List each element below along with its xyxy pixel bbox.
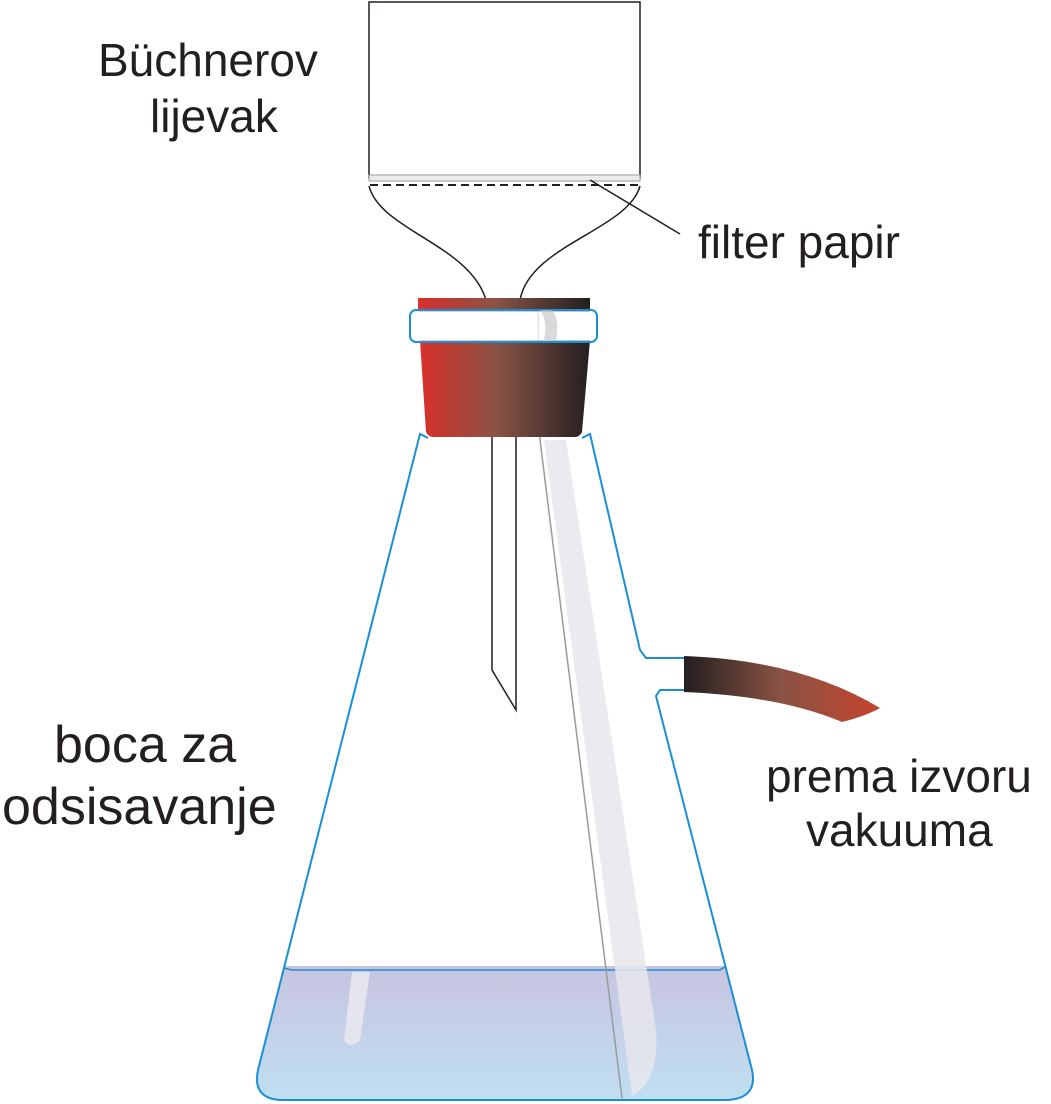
- rubber-stopper: [409, 298, 598, 437]
- buchner-funnel: [368, 1, 641, 713]
- label-vacuum-line2: vakuuma: [806, 804, 993, 856]
- filter-paper: [368, 174, 641, 182]
- glass-reflection-right: [544, 440, 657, 1096]
- stopper-highlight: [540, 310, 558, 340]
- funnel-body: [368, 1, 641, 179]
- suction-flask: [256, 311, 754, 1101]
- label-funnel-line2: lijevak: [150, 90, 279, 142]
- vacuum-tubing: [684, 656, 880, 722]
- label-filter-paper: filter papir: [698, 216, 900, 268]
- label-funnel-line1: Büchnerov: [98, 34, 318, 86]
- funnel-stem: [491, 436, 517, 713]
- label-vacuum-line1: prema izvoru: [766, 750, 1032, 802]
- label-flask-line2: odsisavanje: [2, 778, 277, 836]
- stopper-body: [420, 340, 590, 437]
- liquid-surface: [283, 965, 727, 971]
- flask-outline: [256, 432, 754, 1101]
- flask-neck-rim: [409, 309, 598, 343]
- glass-reflection-left: [344, 972, 370, 1045]
- stopper-top: [418, 298, 590, 312]
- funnel-cone: [368, 185, 641, 301]
- label-flask-line1: boca za: [54, 716, 236, 774]
- filtrate-liquid: [256, 966, 753, 1100]
- filter-pointer-line: [589, 179, 681, 235]
